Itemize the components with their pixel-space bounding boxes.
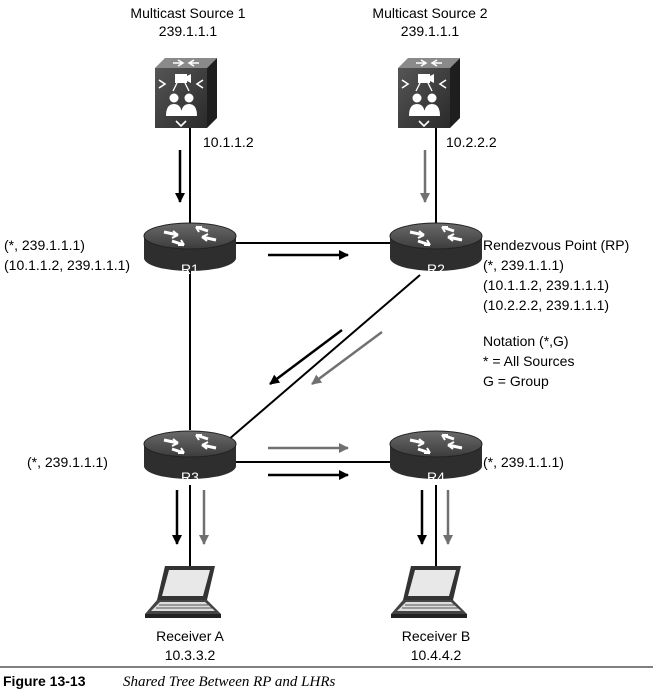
router-r3-state-1: (*, 239.1.1.1)	[27, 454, 108, 470]
laptop-icon	[390, 565, 468, 619]
router-r1: R1 (*, 239.1.1.1) (10.1.1.2, 239.1.1.1)	[4, 221, 238, 277]
router-r4-state-1: (*, 239.1.1.1)	[483, 454, 564, 470]
multicast-source-1: Multicast Source 1 239.1.1.1 10.1.1.2	[130, 5, 253, 150]
figure-number: Figure 13-13	[3, 673, 86, 689]
router-r2-state-3: (10.2.2.2, 239.1.1.1)	[483, 297, 609, 313]
figure-title: Shared Tree Between RP and LHRs	[123, 674, 335, 690]
arrow-r2-to-r3-black	[269, 329, 343, 385]
router-r2-state-2: (10.1.1.2, 239.1.1.1)	[483, 277, 609, 293]
notation-legend: Notation (*,G) * = All Sources G = Group	[483, 333, 574, 389]
source-1-group: 239.1.1.1	[159, 23, 218, 39]
notation-title: Notation (*,G)	[483, 333, 569, 349]
router-r3: R3 (*, 239.1.1.1)	[27, 429, 238, 485]
router-r1-state-2: (10.1.1.2, 239.1.1.1)	[4, 257, 130, 273]
router-r4: R4 (*, 239.1.1.1)	[388, 429, 564, 485]
source-1-ip: 10.1.1.2	[203, 134, 254, 150]
receiver-a-ip: 10.3.3.2	[165, 647, 216, 663]
receiver-b-name: Receiver B	[402, 628, 470, 644]
laptop-icon	[144, 565, 222, 619]
multicast-source-2: Multicast Source 2 239.1.1.1 10.2.2.2	[372, 5, 496, 150]
router-r4-label: R4	[427, 469, 445, 485]
router-r3-label: R3	[181, 469, 199, 485]
router-r2-state-1: (*, 239.1.1.1)	[483, 257, 564, 273]
source-1-name: Multicast Source 1	[130, 5, 245, 21]
receiver-b: Receiver B 10.4.4.2	[390, 565, 470, 663]
router-r1-label: R1	[181, 261, 199, 277]
arrow-r2-to-r3-gray	[311, 330, 383, 386]
multicast-source-icon	[397, 57, 461, 129]
router-r2-label: R2	[427, 261, 445, 277]
router-r2-role: Rendezvous Point (RP)	[483, 237, 629, 253]
notation-sources: * = All Sources	[483, 353, 574, 369]
source-2-name: Multicast Source 2	[372, 5, 487, 21]
receiver-a-name: Receiver A	[156, 628, 224, 644]
flow-arrows	[172, 150, 453, 545]
router-r1-state-1: (*, 239.1.1.1)	[4, 237, 85, 253]
receiver-a: Receiver A 10.3.3.2	[144, 565, 225, 663]
notation-group: G = Group	[483, 373, 549, 389]
network-links	[189, 128, 437, 568]
source-2-ip: 10.2.2.2	[446, 134, 497, 150]
multicast-source-icon	[154, 57, 218, 129]
receiver-b-ip: 10.4.4.2	[411, 647, 462, 663]
source-2-group: 239.1.1.1	[401, 23, 460, 39]
link-r2-r3	[227, 274, 421, 441]
router-r2: R2 Rendezvous Point (RP) (*, 239.1.1.1) …	[388, 221, 629, 313]
